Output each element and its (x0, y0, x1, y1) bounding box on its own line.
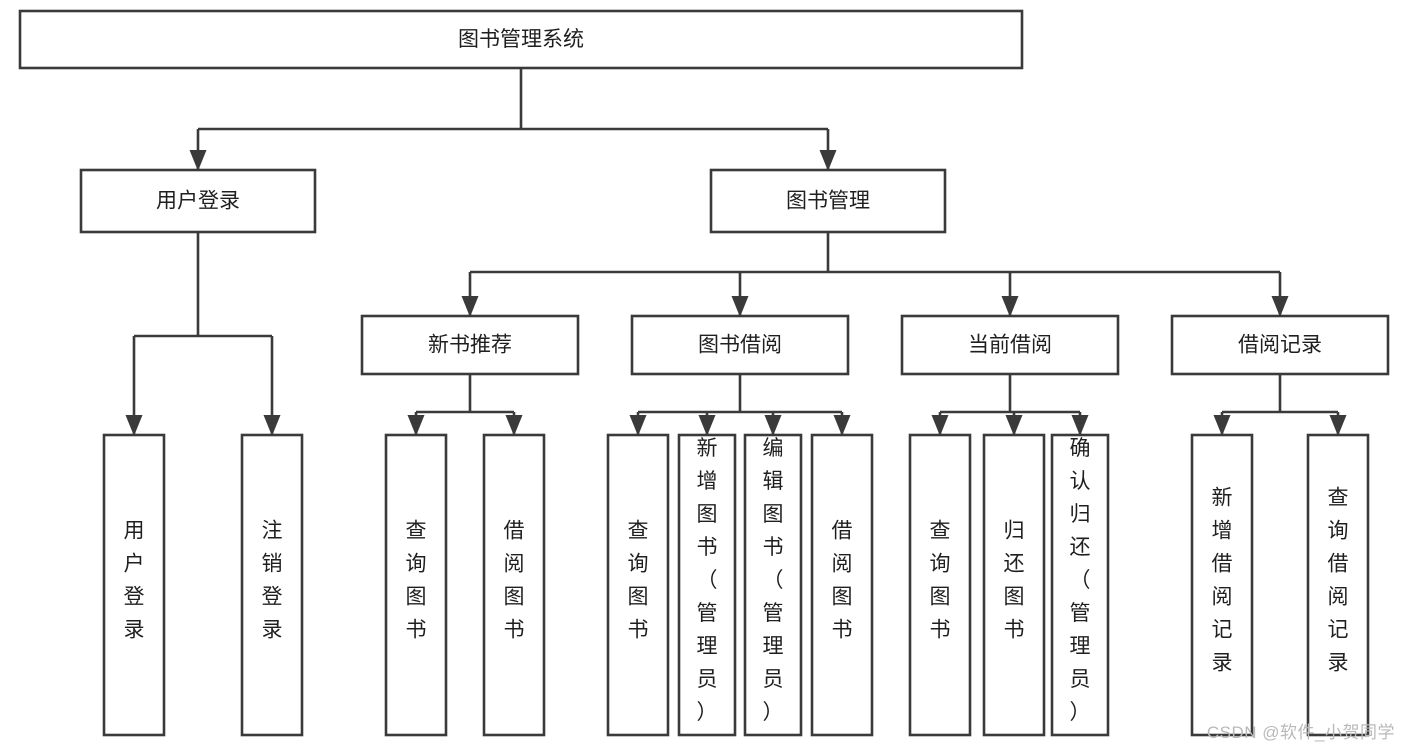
node-new-book-recommend[interactable]: 新书推荐 (360, 314, 580, 376)
node-book-manage-label: 图书管理 (786, 190, 870, 213)
book-borrow-arrow-0 (629, 415, 647, 436)
node-leaf-return-book-box[interactable] (982, 433, 1046, 737)
borrow-record-arrow-0 (1213, 415, 1231, 436)
new-book-recommend-arrow-0 (407, 415, 425, 436)
node-leaf-borrow-book-box[interactable] (810, 433, 874, 737)
user-login-arrow-1 (263, 415, 281, 436)
node-root-box[interactable] (18, 9, 1024, 70)
node-leaf-query-borrow-record-box[interactable] (1306, 433, 1370, 737)
node-root[interactable]: 图书管理系统 (18, 9, 1024, 70)
node-leaf-add-book-admin-box[interactable] (677, 433, 737, 737)
node-new-book-recommend-label: 新书推荐 (428, 334, 512, 357)
node-book-borrow[interactable]: 图书借阅 (630, 314, 850, 376)
node-book-manage-box[interactable] (709, 168, 947, 234)
current-borrow-arrow-2 (1071, 415, 1089, 436)
node-leaf-query-borrow-record[interactable]: 查询借阅记录 (1306, 433, 1370, 737)
node-leaf-borrow-book-rec[interactable]: 借阅图书 (482, 433, 546, 737)
node-leaf-query-book-borrow[interactable]: 查询图书 (606, 433, 670, 737)
node-leaf-query-book-rec[interactable]: 查询图书 (384, 433, 448, 737)
csdn-watermark: CSDN @软件_小贺同学 (1206, 723, 1395, 742)
book-manage-arrow-0 (461, 296, 479, 317)
node-leaf-borrow-book-rec-box[interactable] (482, 433, 546, 737)
root-arrow-0 (189, 150, 207, 171)
node-book-manage[interactable]: 图书管理 (709, 168, 947, 234)
node-leaf-query-borrow-record-label: 查询借阅记录 (1328, 487, 1349, 675)
node-leaf-query-book-current[interactable]: 查询图书 (908, 433, 972, 737)
node-user-login[interactable]: 用户登录 (79, 168, 317, 234)
node-leaf-query-book-rec-box[interactable] (384, 433, 448, 737)
node-leaf-confirm-return-admin-label: 确认归还（管理员） (1070, 437, 1091, 724)
node-user-login-label: 用户登录 (156, 190, 240, 213)
book-manage-arrow-1 (731, 296, 749, 317)
node-leaf-add-book-admin[interactable]: 新增图书（管理员） (677, 433, 737, 737)
book-borrow-arrow-3 (833, 415, 851, 436)
node-leaf-add-book-admin-label: 新增图书（管理员） (697, 437, 718, 724)
node-layer: 图书管理系统用户登录图书管理新书推荐图书借阅当前借阅借阅记录用户登录注销登录查询… (18, 9, 1390, 737)
node-leaf-query-book-rec-label: 查询图书 (406, 520, 427, 642)
root-arrow-1 (819, 150, 837, 171)
node-book-borrow-box[interactable] (630, 314, 850, 376)
node-leaf-borrow-book-rec-label: 借阅图书 (504, 520, 525, 642)
node-leaf-add-borrow-record-label: 新增借阅记录 (1212, 487, 1233, 675)
node-current-borrow[interactable]: 当前借阅 (900, 314, 1120, 376)
node-leaf-edit-book-admin-label: 编辑图书（管理员） (763, 437, 784, 724)
node-leaf-borrow-book-label: 借阅图书 (832, 520, 853, 642)
node-leaf-user-login-label: 用户登录 (124, 520, 145, 642)
node-user-login-box[interactable] (79, 168, 317, 234)
node-leaf-confirm-return-admin-box[interactable] (1050, 433, 1110, 737)
book-borrow-arrow-2 (764, 415, 782, 436)
user-login-arrow-0 (125, 415, 143, 436)
node-leaf-return-book-label: 归还图书 (1004, 520, 1025, 642)
node-new-book-recommend-box[interactable] (360, 314, 580, 376)
node-current-borrow-box[interactable] (900, 314, 1120, 376)
node-leaf-return-book[interactable]: 归还图书 (982, 433, 1046, 737)
node-leaf-query-book-borrow-box[interactable] (606, 433, 670, 737)
node-leaf-user-login[interactable]: 用户登录 (102, 433, 166, 737)
new-book-recommend-arrow-1 (505, 415, 523, 436)
node-root-label: 图书管理系统 (458, 28, 584, 51)
book-manage-arrow-2 (1001, 296, 1019, 317)
node-leaf-user-login-box[interactable] (102, 433, 166, 737)
node-leaf-confirm-return-admin[interactable]: 确认归还（管理员） (1050, 433, 1110, 737)
node-leaf-query-book-current-box[interactable] (908, 433, 972, 737)
book-manage-arrow-3 (1271, 296, 1289, 317)
node-borrow-record[interactable]: 借阅记录 (1170, 314, 1390, 376)
node-borrow-record-label: 借阅记录 (1238, 334, 1322, 357)
node-current-borrow-label: 当前借阅 (968, 334, 1052, 357)
node-leaf-add-borrow-record-box[interactable] (1190, 433, 1254, 737)
book-borrow-arrow-1 (698, 415, 716, 436)
node-book-borrow-label: 图书借阅 (698, 334, 782, 357)
current-borrow-arrow-1 (1005, 415, 1023, 436)
node-leaf-edit-book-admin-box[interactable] (743, 433, 803, 737)
borrow-record-arrow-1 (1329, 415, 1347, 436)
current-borrow-arrow-0 (931, 415, 949, 436)
connector-layer (125, 68, 1347, 436)
node-leaf-query-book-borrow-label: 查询图书 (628, 520, 649, 642)
node-borrow-record-box[interactable] (1170, 314, 1390, 376)
node-leaf-edit-book-admin[interactable]: 编辑图书（管理员） (743, 433, 803, 737)
node-leaf-add-borrow-record[interactable]: 新增借阅记录 (1190, 433, 1254, 737)
node-leaf-logout[interactable]: 注销登录 (240, 433, 304, 737)
node-leaf-logout-label: 注销登录 (262, 520, 283, 642)
node-leaf-logout-box[interactable] (240, 433, 304, 737)
node-leaf-query-book-current-label: 查询图书 (930, 520, 951, 642)
node-leaf-borrow-book[interactable]: 借阅图书 (810, 433, 874, 737)
